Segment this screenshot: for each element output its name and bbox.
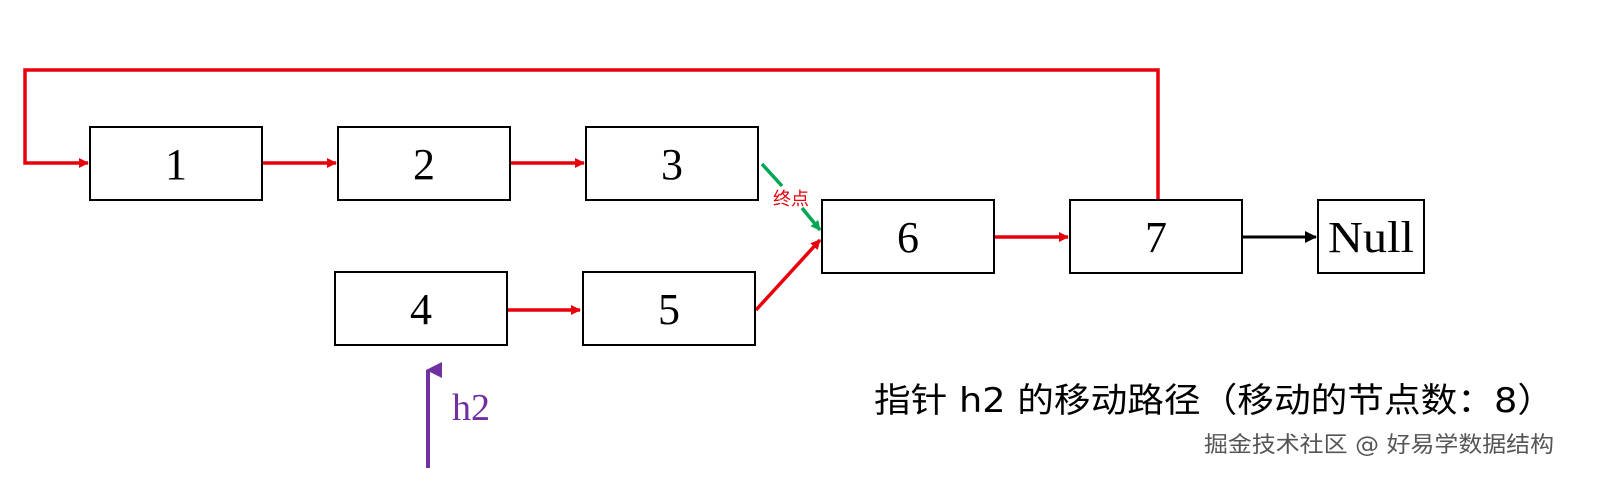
node-4-label: 4 xyxy=(410,285,432,334)
node-2: 2 xyxy=(337,126,511,201)
h2-pointer-label: h2 xyxy=(452,387,490,429)
watermark: 掘金技术社区 @ 好易学数据结构 xyxy=(1204,433,1554,458)
edge-3-6-part2 xyxy=(800,206,822,232)
node-null: Null xyxy=(1317,199,1425,274)
end-label: 终点 xyxy=(773,189,809,210)
node-3: 3 xyxy=(585,126,759,201)
node-7-label: 7 xyxy=(1145,213,1167,262)
node-1: 1 xyxy=(89,126,263,201)
diagram-caption: 指针 h2 的移动路径（移动的节点数：8） xyxy=(874,381,1554,421)
node-1-label: 1 xyxy=(165,140,187,189)
node-4: 4 xyxy=(334,271,508,346)
node-5: 5 xyxy=(582,271,756,346)
loop-edge-7-to-1 xyxy=(23,68,1160,200)
node-6: 6 xyxy=(821,199,995,274)
node-6-label: 6 xyxy=(897,213,919,262)
node-3-label: 3 xyxy=(661,140,683,189)
node-null-label: Null xyxy=(1328,213,1414,262)
node-7: 7 xyxy=(1069,199,1243,274)
edge-5-6 xyxy=(754,238,822,312)
edge-3-6-part1 xyxy=(760,162,784,188)
node-2-label: 2 xyxy=(413,140,435,189)
node-5-label: 5 xyxy=(658,285,680,334)
